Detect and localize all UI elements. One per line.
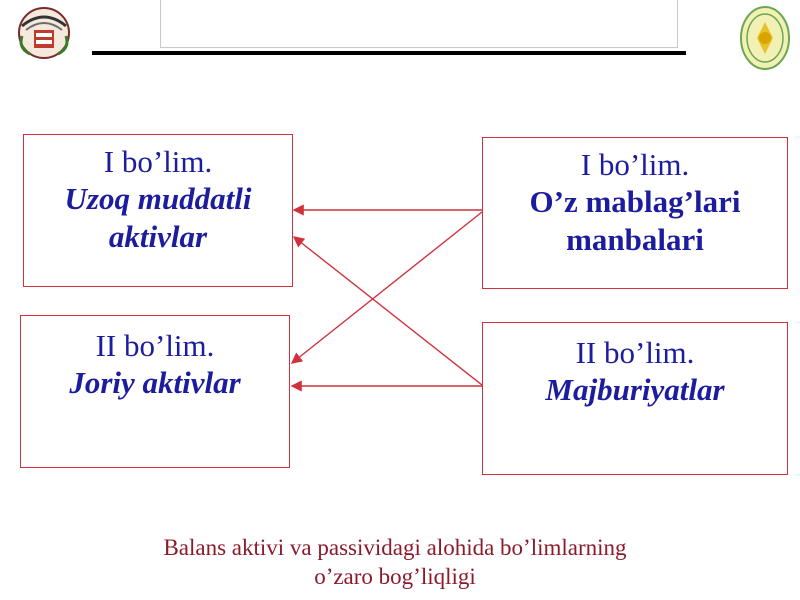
box-own-funds: I bo’lim. O’z mablag’lari manbalari — [482, 137, 788, 289]
caption-line2: o’zaro bog’liqligi — [314, 564, 476, 589]
box-long-term-assets: I bo’lim. Uzoq muddatli aktivlar — [23, 134, 293, 287]
box-liabilities: II bo’lim. Majburiyatlar — [482, 322, 788, 475]
arrow-right-bottom-to-left-top — [292, 236, 483, 386]
box-section-label: I bo’lim. — [103, 144, 213, 179]
box-current-assets: II bo’lim. Joriy aktivlar — [20, 315, 290, 468]
box-section-label: II bo’lim. — [95, 328, 215, 363]
caption-line1: Balans aktivi va passividagi alohida bo’… — [163, 535, 627, 560]
title-box — [160, 0, 678, 48]
university-logo — [14, 6, 74, 60]
box-title-line1: Majburiyatlar — [545, 372, 725, 407]
round-seal-icon — [740, 6, 790, 70]
header-divider — [92, 51, 686, 55]
arrow-right-top-to-left-bottom — [290, 211, 483, 364]
box-section-label: I bo’lim. — [580, 147, 690, 182]
box-title-line2: aktivlar — [108, 219, 208, 254]
seal-logo — [739, 4, 791, 72]
box-section-label: II bo’lim. — [575, 335, 695, 370]
box-title-line2: manbalari — [566, 222, 704, 257]
university-emblem-icon — [18, 7, 70, 59]
box-title-line1: Joriy aktivlar — [69, 365, 241, 400]
box-title-line1: O’z mablag’lari — [529, 184, 741, 219]
box-title-line1: Uzoq muddatli — [64, 181, 252, 216]
diagram-caption: Balans aktivi va passividagi alohida bo’… — [100, 533, 690, 591]
